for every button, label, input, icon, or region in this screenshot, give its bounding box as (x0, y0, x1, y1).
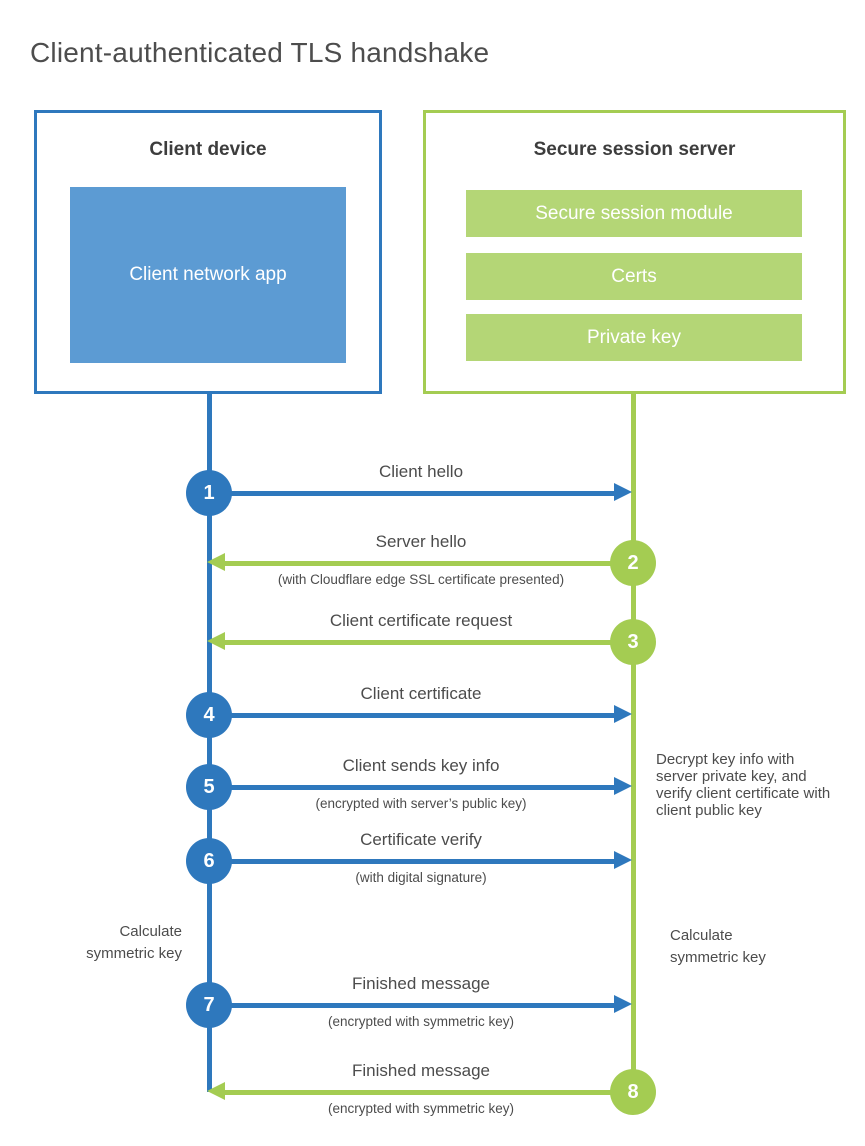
message-sublabel: (encrypted with symmetric key) (327, 1014, 515, 1029)
arrowhead-left-icon (207, 632, 225, 650)
message-arrow (225, 1090, 633, 1095)
message-label: Client certificate (360, 684, 482, 703)
client-network-app-label: Client network app (129, 264, 287, 285)
arrowhead-right-icon (614, 851, 632, 869)
arrowhead-right-icon (614, 777, 632, 795)
message-sublabel: (encrypted with symmetric key) (327, 1101, 515, 1116)
arrowhead-left-icon (207, 553, 225, 571)
step-number-badge: 2 (610, 540, 656, 586)
step-number-badge: 3 (610, 619, 656, 665)
message-label: Server hello (375, 532, 467, 551)
server-module-certs: Certs (466, 253, 802, 300)
message-arrow (209, 859, 616, 864)
message-label: Client hello (378, 462, 464, 481)
message-sublabel: (encrypted with server’s public key) (315, 796, 527, 811)
step-number-badge: 4 (186, 692, 232, 738)
step-number-badge: 6 (186, 838, 232, 884)
message-label: Finished message (352, 1061, 490, 1080)
step-number-badge: 1 (186, 470, 232, 516)
message-sublabel: (with digital signature) (355, 870, 487, 885)
message-arrow (225, 561, 633, 566)
message-label: Client sends key info (342, 756, 500, 775)
client-network-app-box: Client network app (70, 187, 346, 363)
page-title: Client-authenticated TLS handshake (30, 36, 490, 68)
client-device-title: Client device (149, 139, 267, 160)
server-module-secure-session: Secure session module (466, 190, 802, 237)
arrowhead-right-icon (614, 483, 632, 501)
secure-session-server-title: Secure session server (533, 139, 736, 160)
client-device-box: Client device Client network app (34, 110, 382, 394)
message-sublabel: (with Cloudflare edge SSL certificate pr… (277, 572, 565, 587)
message-label: Certificate verify (360, 830, 482, 849)
client-lifeline (207, 394, 212, 1092)
arrowhead-right-icon (614, 995, 632, 1013)
secure-session-server-box: Secure session server Secure session mod… (423, 110, 846, 394)
message-arrow (209, 1003, 616, 1008)
step-number-badge: 8 (610, 1069, 656, 1115)
calculate-symmetric-key-note-server: Calculate symmetric key (670, 927, 766, 966)
step-number-badge: 5 (186, 764, 232, 810)
message-label: Client certificate request (329, 611, 513, 630)
message-arrow (209, 785, 616, 790)
message-arrow (225, 640, 633, 645)
message-arrow (209, 491, 616, 496)
calculate-symmetric-key-note-client: Calculate symmetric key (86, 923, 182, 962)
arrowhead-left-icon (207, 1082, 225, 1100)
server-module-private-key: Private key (466, 314, 802, 361)
decrypt-key-info-note: Decrypt key info with server private key… (656, 751, 831, 819)
arrowhead-right-icon (614, 705, 632, 723)
step-number-badge: 7 (186, 982, 232, 1028)
server-lifeline (631, 394, 636, 1092)
message-label: Finished message (352, 974, 490, 993)
message-arrow (209, 713, 616, 718)
